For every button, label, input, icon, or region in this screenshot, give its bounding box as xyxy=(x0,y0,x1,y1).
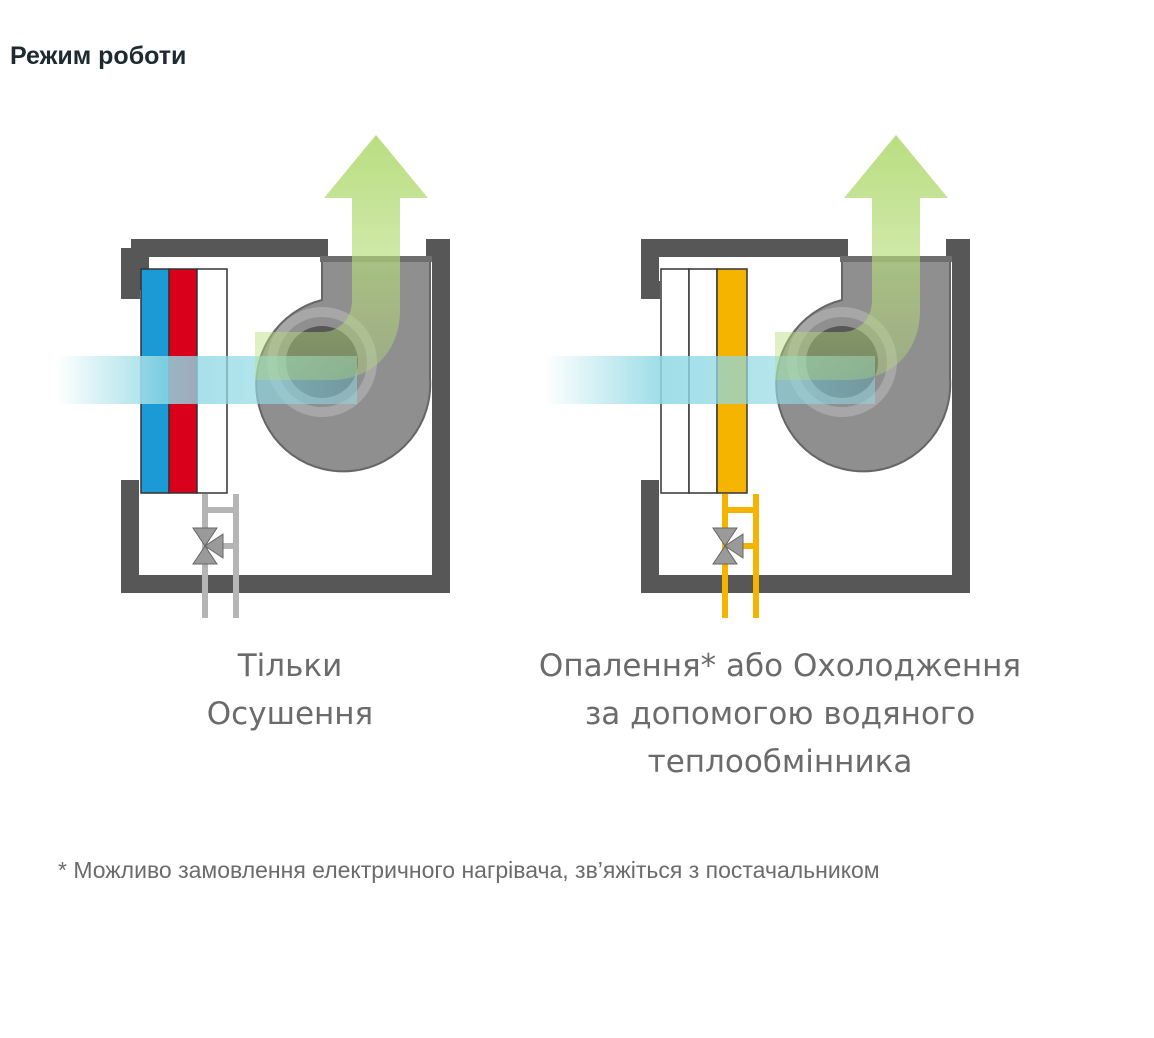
page-title: Режим роботи xyxy=(10,42,187,70)
airflow-out-arrow xyxy=(775,135,948,380)
pipes xyxy=(192,494,239,618)
caption-line: Тільки xyxy=(237,648,343,684)
mode-caption-dehumidify: Тільки Осушення xyxy=(130,642,450,738)
unit-housing xyxy=(641,239,970,593)
unit-dehumidify-only xyxy=(57,135,450,618)
unit-heating-cooling xyxy=(545,135,970,618)
valve-icon xyxy=(192,527,224,565)
caption-line: Опалення* або Охолодження xyxy=(538,648,1022,684)
footnote: * Можливо замовлення електричного нагрів… xyxy=(58,857,880,883)
caption-line: Осушення xyxy=(206,696,374,732)
pipes xyxy=(712,494,759,618)
valve-icon xyxy=(712,527,744,565)
caption-line: теплообмінника xyxy=(647,744,913,780)
caption-line: за допомогою водяного xyxy=(584,696,976,732)
airflow-out-arrow xyxy=(255,135,428,380)
unit-housing xyxy=(121,239,450,593)
mode-caption-heating-cooling: Опалення* або Охолодження за допомогою в… xyxy=(470,642,1090,786)
